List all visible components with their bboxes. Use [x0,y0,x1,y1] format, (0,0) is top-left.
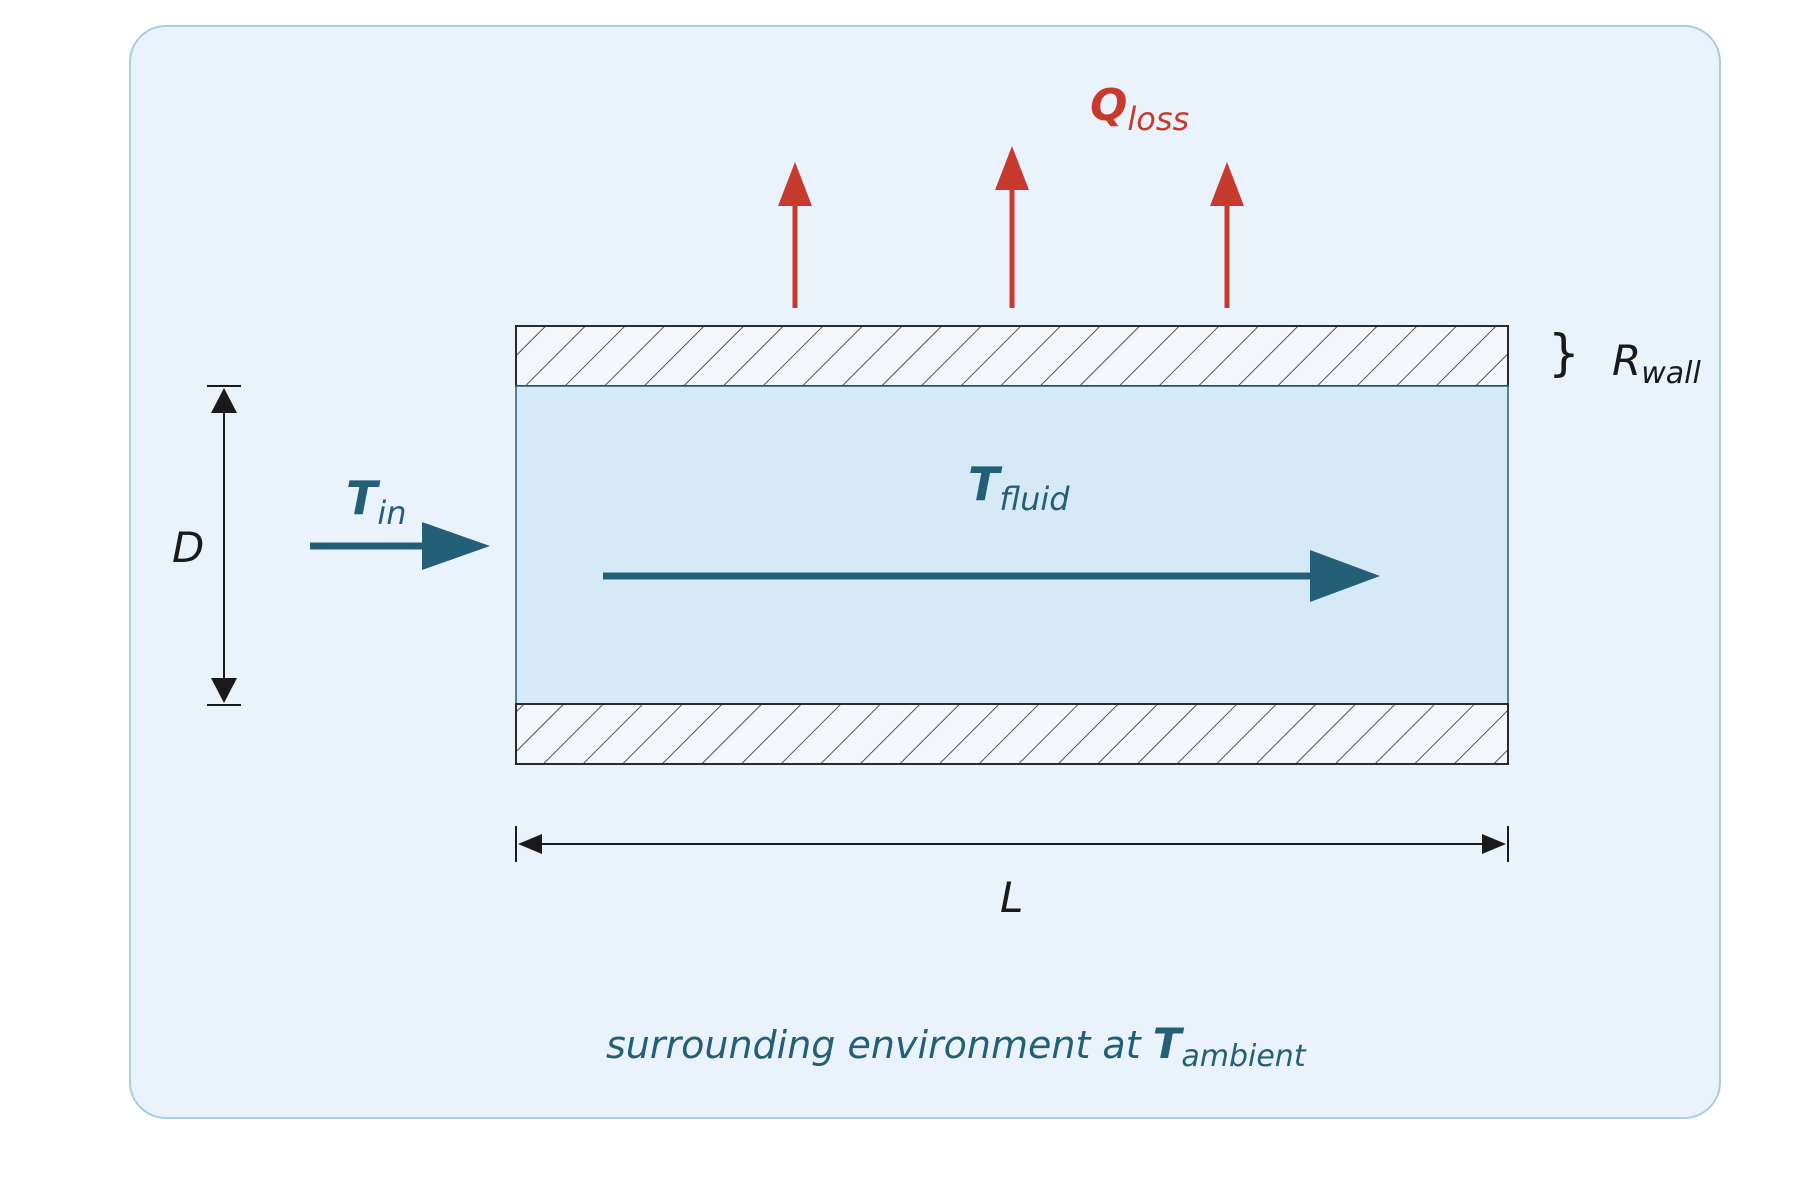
fluid-flow-arrow [603,550,1380,602]
caption-text: surrounding environment at [606,1023,1153,1067]
heat-loss-arrowhead-2 [995,146,1029,190]
heat-loss-arrowhead-3 [1210,162,1244,206]
r-wall-label: Rwall [1612,336,1701,391]
environment-caption: surrounding environment at Tambient [606,1019,1307,1074]
fluid-flow-arrowhead [1310,550,1380,602]
t-in-sub: in [377,494,406,532]
t-fluid-sub: fluid [999,480,1070,518]
l-label: L [1000,873,1023,922]
t-fluid-label: Tfluid [968,457,1070,518]
caption-sub: ambient [1181,1039,1306,1074]
q-loss-main: Q [1090,80,1127,131]
caption-main: T [1153,1019,1185,1068]
length-arrowhead-right [1482,834,1506,854]
length-dimension [515,826,1509,862]
fluid-channel [515,385,1509,705]
pipe-wall-bottom [515,703,1509,765]
diameter-arrowhead-bottom [211,678,237,703]
d-label: D [172,523,204,572]
diameter-dimension [207,385,241,706]
q-loss-sub: loss [1127,100,1189,138]
r-wall-main: R [1612,336,1641,385]
diameter-arrowhead-top [211,388,237,413]
length-arrowhead-left [518,834,542,854]
t-fluid-main: T [968,457,1003,511]
heat-loss-arrowhead-1 [778,162,812,206]
r-wall-sub: wall [1641,356,1701,391]
inlet-arrow [310,522,490,570]
heat-loss-arrows [778,146,1244,308]
pipe-wall-top [515,325,1509,387]
inlet-arrowhead [422,522,490,570]
t-in-label: Tin [346,471,407,532]
wall-brace: } [1548,324,1580,382]
t-in-main: T [346,471,381,525]
q-loss-label: Qloss [1090,80,1189,138]
